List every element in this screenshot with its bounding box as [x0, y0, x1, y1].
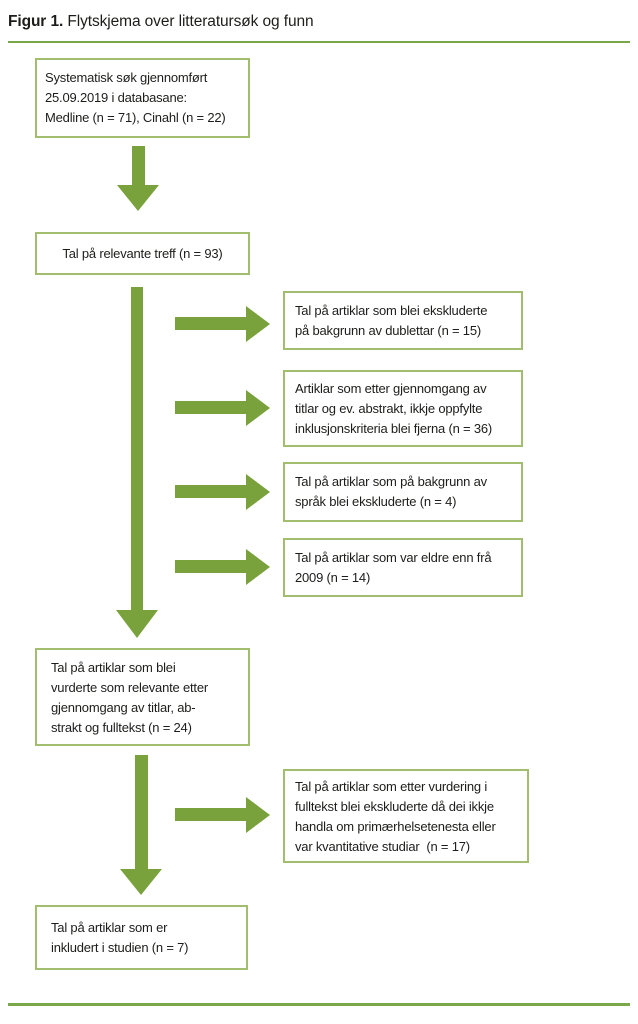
- arrow-head: [246, 474, 270, 510]
- bottom-divider: [8, 1003, 630, 1006]
- arrow-down-long-icon: [116, 287, 158, 638]
- arrow-right-icon: [175, 390, 270, 426]
- box-included-studies: Tal på artiklar som er inkludert i studi…: [35, 905, 248, 970]
- box-systematic-search: Systematisk søk gjennomført 25.09.2019 i…: [35, 58, 250, 138]
- arrow-head: [246, 390, 270, 426]
- arrow-head: [246, 549, 270, 585]
- arrow-right-icon: [175, 797, 270, 833]
- arrow-shaft: [175, 317, 247, 330]
- arrow-head: [246, 797, 270, 833]
- arrow-shaft: [175, 485, 247, 498]
- figure-title: Figur 1. Flytskjema over litteratursøk o…: [8, 13, 314, 31]
- arrow-shaft: [175, 401, 247, 414]
- arrow-shaft: [175, 808, 247, 821]
- box-excluded-duplicates: Tal på artiklar som blei ekskluderte på …: [283, 291, 523, 350]
- arrow-right-icon: [175, 306, 270, 342]
- arrow-shaft: [175, 560, 247, 573]
- arrow-head: [120, 869, 162, 895]
- arrow-down-icon: [120, 755, 162, 895]
- arrow-head: [246, 306, 270, 342]
- box-excluded-language: Tal på artiklar som på bakgrunn av språk…: [283, 462, 523, 522]
- figure-label: Figur 1.: [8, 13, 64, 30]
- box-excluded-older: Tal på artiklar som var eldre enn frå 20…: [283, 538, 523, 597]
- box-relevant-hits: Tal på relevante treff (n = 93): [35, 232, 250, 275]
- arrow-right-icon: [175, 549, 270, 585]
- top-divider: [8, 41, 630, 43]
- arrow-right-icon: [175, 474, 270, 510]
- figure-caption: Flytskjema over litteratursøk og funn: [63, 13, 314, 30]
- arrow-head: [116, 610, 158, 638]
- box-excluded-fulltext: Tal på artiklar som etter vurdering i fu…: [283, 769, 529, 863]
- arrow-down-icon: [117, 146, 159, 211]
- arrow-shaft: [131, 146, 145, 185]
- arrow-head: [117, 185, 159, 211]
- box-assessed-relevant: Tal på artiklar som blei vurderte som re…: [35, 648, 250, 746]
- box-excluded-criteria: Artiklar som etter gjennomgang av titlar…: [283, 370, 523, 447]
- arrow-shaft: [131, 287, 143, 610]
- arrow-shaft: [134, 755, 148, 869]
